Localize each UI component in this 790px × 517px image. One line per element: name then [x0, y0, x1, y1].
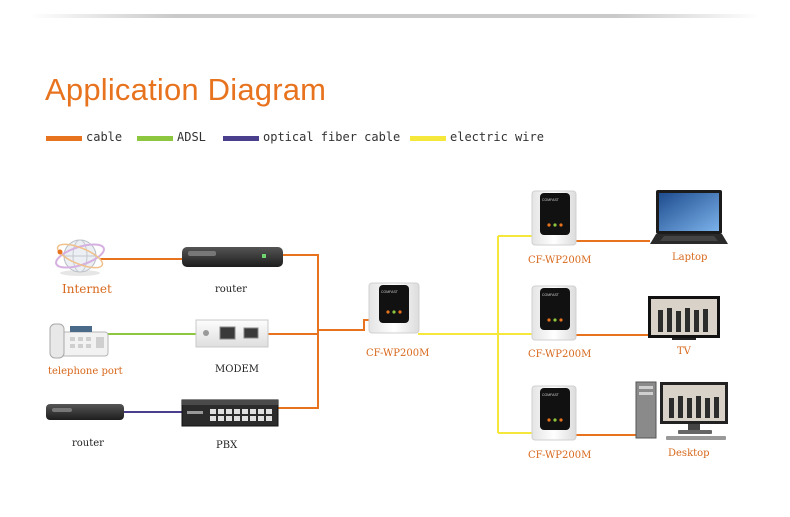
brand-logo: COMFAST	[542, 198, 560, 202]
legend-swatch-optical-fiber	[223, 136, 259, 141]
legend-swatch-adsl	[137, 136, 173, 141]
legend-swatch-cable	[46, 136, 82, 141]
cable-router-bus	[278, 254, 319, 409]
label-adapter-3: CF-WP200M	[528, 450, 592, 461]
laptop-icon	[650, 190, 728, 244]
label-router-top: router	[215, 284, 247, 295]
brand-logo: COMFAST	[381, 290, 399, 294]
legend-swatch-electric-wire	[410, 136, 446, 141]
tv-icon	[648, 296, 720, 340]
electric-wire-lines	[418, 235, 532, 434]
adapter-3-device: COMFAST	[531, 385, 577, 441]
router-bottom-device	[46, 404, 124, 420]
telephone-icon	[49, 323, 109, 359]
label-internet: Internet	[62, 282, 112, 296]
label-adapter-1: CF-WP200M	[528, 255, 592, 266]
center-adapter-device: COMFAST	[368, 282, 420, 334]
legend-label-optical-fiber: optical fiber cable	[263, 130, 401, 144]
label-pbx: PBX	[216, 440, 238, 451]
legend-label-cable: cable	[86, 130, 123, 144]
label-modem: MODEM	[215, 364, 259, 375]
label-center-adapter: CF-WP200M	[366, 348, 430, 359]
label-tv: TV	[677, 346, 691, 357]
legend-label-adsl: ADSL	[177, 130, 206, 144]
label-adapter-2: CF-WP200M	[528, 349, 592, 360]
adapter-2-device: COMFAST	[531, 285, 577, 341]
adapter-1-device: COMFAST	[531, 190, 577, 246]
brand-logo: COMFAST	[542, 393, 560, 397]
desktop-computer-icon	[635, 381, 728, 440]
brand-logo: COMFAST	[542, 293, 560, 297]
label-router-bottom: router	[72, 438, 104, 449]
label-telephone-port: telephone port	[48, 366, 123, 377]
label-laptop: Laptop	[672, 252, 708, 263]
page-title: Application Diagram	[45, 72, 327, 107]
legend-label-electric-wire: electric wire	[450, 130, 544, 144]
modem-device	[195, 319, 269, 348]
router-top-device	[182, 247, 283, 267]
pbx-switch-device	[181, 399, 279, 427]
internet-globe-icon	[55, 239, 105, 276]
label-desktop: Desktop	[668, 448, 710, 459]
top-divider	[30, 14, 760, 18]
